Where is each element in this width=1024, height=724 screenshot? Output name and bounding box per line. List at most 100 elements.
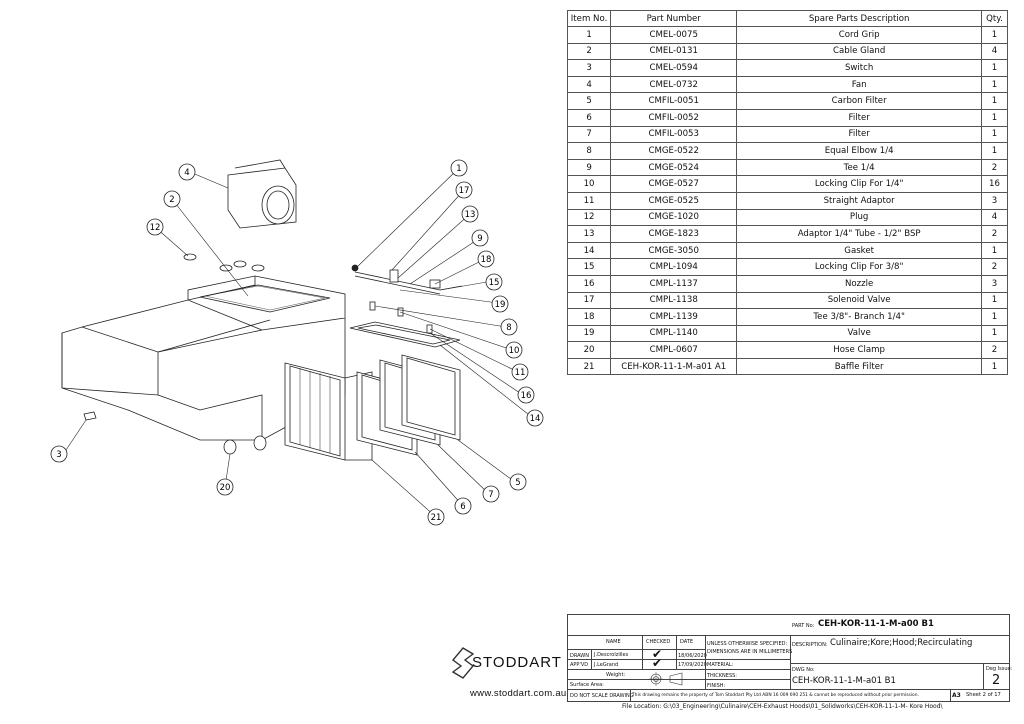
drawn-label: DRAWN	[570, 653, 589, 659]
bom-cell-qty: 2	[980, 341, 1009, 359]
bom-cell-qty: 3	[980, 274, 1009, 293]
bom-cell-item: 7	[566, 125, 612, 144]
dwg-no-value: CEH-KOR-11-1-M-a01 B1	[792, 676, 896, 686]
bom-cell-qty: 1	[980, 308, 1009, 326]
svg-text:7: 7	[488, 490, 493, 500]
balloon-20: 20	[216, 478, 234, 496]
bom-cell-desc: Baffle Filter	[736, 357, 982, 376]
balloon-21: 21	[427, 508, 445, 526]
balloon-10: 10	[505, 341, 523, 359]
bom-cell-desc: Cord Grip	[736, 26, 982, 44]
balloon-9: 9	[471, 229, 489, 247]
bom-header-part: Part Number	[610, 10, 738, 27]
bom-cell-item: 3	[566, 59, 612, 77]
bom-cell-qty: 1	[980, 59, 1009, 77]
bom-cell-desc: Hose Clamp	[736, 341, 982, 359]
drawn-check-icon: ✔	[652, 647, 663, 661]
svg-text:21: 21	[431, 513, 442, 523]
copyright-notice: This drawing remains the property of Tom…	[632, 693, 919, 698]
bill-of-materials-table: Item No. Part Number Spare Parts Descrip…	[566, 10, 1009, 376]
weight-label: Weight:	[606, 672, 626, 678]
col-name-label: NAME	[606, 639, 621, 645]
svg-text:5: 5	[515, 478, 520, 488]
bom-cell-part: CMEL-0594	[610, 59, 738, 77]
callout-balloons: 1 2 3 4 5 6 7 8 9 10 11 12 13 14 15 16 1…	[50, 159, 544, 526]
bom-cell-item: 2	[566, 42, 612, 61]
bom-cell-qty: 1	[980, 142, 1009, 160]
bom-cell-desc: Tee 3/8"- Branch 1/4"	[736, 308, 982, 326]
bom-header-row: Item No. Part Number Spare Parts Descrip…	[566, 10, 1009, 27]
projection-symbol-icon	[649, 672, 683, 686]
material-label: MATERIAL:	[707, 662, 734, 668]
appvd-label: APP'VD	[570, 662, 589, 668]
bom-cell-part: CMPL-1094	[610, 258, 738, 276]
svg-text:16: 16	[521, 391, 532, 401]
bom-cell-qty: 2	[980, 225, 1009, 243]
svg-text:6: 6	[460, 502, 465, 512]
bom-cell-qty: 4	[980, 42, 1009, 61]
balloon-17: 17	[455, 181, 473, 199]
title-block: PART No: CEH-KOR-11-1-M-a00 B1 DESCRIPTI…	[567, 614, 1012, 702]
brand-name: STODDART	[472, 654, 562, 671]
bom-cell-desc: Nozzle	[736, 274, 982, 293]
dwg-no-label: DWG No:	[792, 667, 815, 673]
bom-cell-item: 16	[566, 274, 612, 293]
bom-cell-item: 8	[566, 142, 612, 160]
balloon-13: 13	[461, 205, 479, 223]
balloon-12: 12	[146, 218, 164, 236]
bom-cell-item: 5	[566, 92, 612, 110]
balloon-18: 18	[477, 250, 495, 268]
bom-cell-item: 15	[566, 258, 612, 276]
bom-cell-item: 18	[566, 308, 612, 326]
bom-cell-desc: Tee 1/4	[736, 158, 982, 177]
bom-cell-desc: Filter	[736, 125, 982, 144]
bom-cell-part: CMGE-1020	[610, 208, 738, 227]
bom-cell-item: 19	[566, 324, 612, 343]
sheet-size: A3	[952, 692, 961, 699]
balloon-2: 2	[163, 190, 181, 208]
unless-specified-2: DIMENSIONS ARE IN MILLIMETERS	[707, 649, 793, 655]
bom-cell-desc: Filter	[736, 108, 982, 127]
svg-text:13: 13	[465, 210, 476, 220]
svg-text:18: 18	[481, 255, 492, 265]
balloon-8: 8	[500, 318, 518, 336]
surface-area-label: Surface Area:	[570, 682, 604, 688]
bom-cell-item: 9	[566, 158, 612, 177]
balloon-19: 19	[491, 295, 509, 313]
svg-text:14: 14	[530, 414, 541, 424]
bom-header-qty: Qty.	[980, 10, 1009, 27]
bom-cell-qty: 1	[980, 125, 1009, 144]
bom-cell-part: CMGE-3050	[610, 241, 738, 260]
bom-cell-qty: 2	[980, 158, 1009, 177]
thickness-label: THICKNESS:	[707, 673, 737, 679]
bom-cell-qty: 1	[980, 75, 1009, 94]
bom-cell-part: CMEL-0732	[610, 75, 738, 94]
bom-cell-desc: Plug	[736, 208, 982, 227]
bom-cell-qty: 16	[980, 175, 1009, 193]
appvd-name: J.LeGrand	[594, 662, 619, 668]
description-value: Culinaire;Kore;Hood;Recirculating	[830, 638, 973, 648]
col-checked-label: CHECKED	[646, 639, 671, 645]
deg-issue-value: 2	[992, 673, 1001, 688]
bom-cell-part: CMFIL-0053	[610, 125, 738, 144]
unless-specified-1: UNLESS OTHERWISE SPECIFIED:	[707, 641, 788, 647]
svg-text:8: 8	[506, 323, 511, 333]
bom-cell-part: CMEL-0075	[610, 26, 738, 44]
bom-cell-item: 11	[566, 191, 612, 210]
bom-cell-desc: Carbon Filter	[736, 92, 982, 110]
finish-label: FINISH:	[707, 683, 726, 689]
col-date-label: DATE	[680, 639, 694, 645]
bom-cell-item: 21	[566, 357, 612, 376]
